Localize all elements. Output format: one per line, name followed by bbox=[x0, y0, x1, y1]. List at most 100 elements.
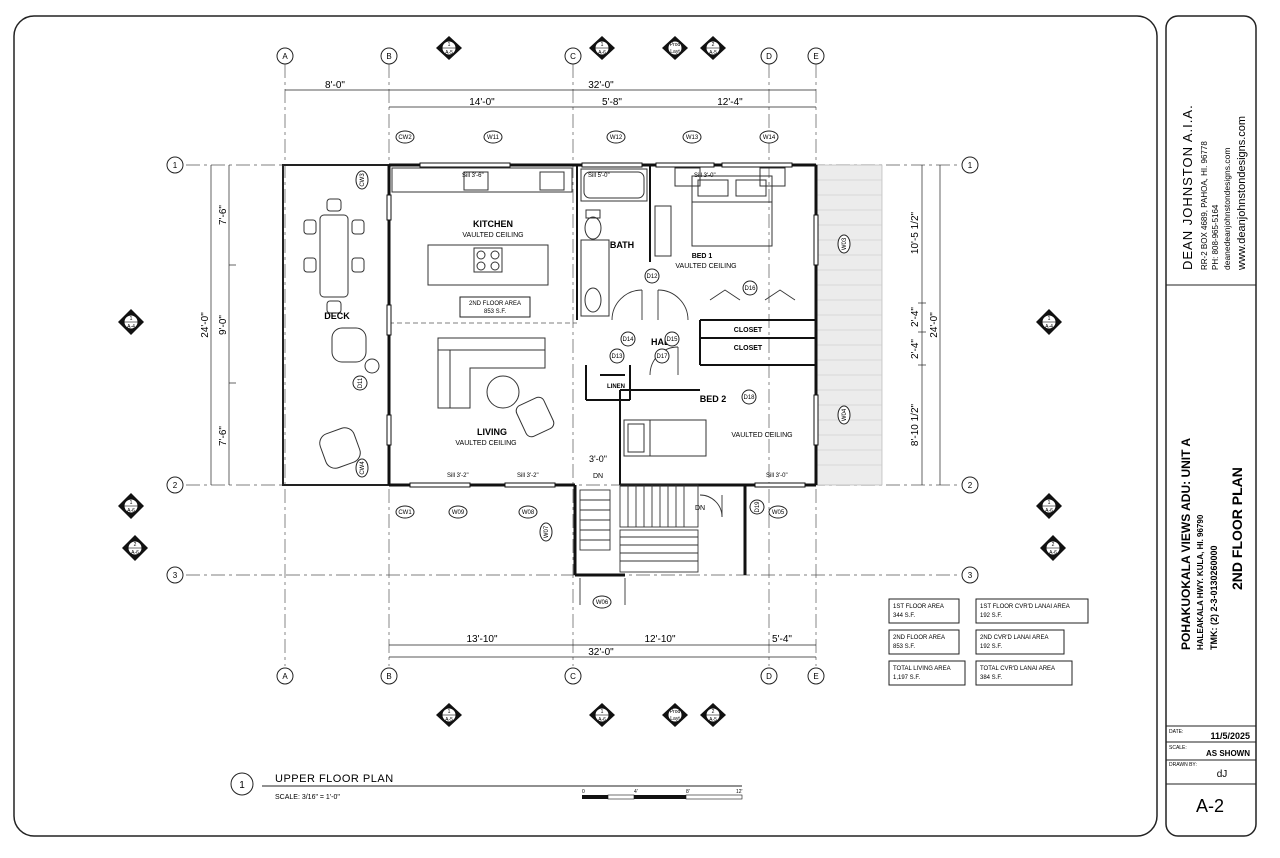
window-tag-w14: W14 bbox=[759, 130, 779, 144]
svg-text:1: 1 bbox=[130, 500, 133, 506]
svg-text:D13: D13 bbox=[611, 354, 623, 360]
svg-text:D16: D16 bbox=[744, 286, 756, 292]
svg-text:A-5: A-5 bbox=[445, 717, 453, 723]
project-tmk: TMK: (2) 2-3-0130260000 bbox=[1209, 545, 1219, 650]
section-marker-left-2: 1A-6 bbox=[118, 493, 144, 519]
sill-notes: Sill 3'-6" Sill 5'-0" Sill 3'-0" Sill 3'… bbox=[447, 173, 788, 479]
grid-col-b-top: B bbox=[386, 52, 391, 61]
dim-right-overall: 24'-0" bbox=[929, 312, 940, 338]
svg-text:4': 4' bbox=[634, 789, 638, 795]
svg-text:D19: D19 bbox=[755, 501, 761, 513]
grid-col-e-top: E bbox=[813, 52, 818, 61]
svg-text:2: 2 bbox=[1052, 542, 1055, 548]
section-marker-right-3: 2A-6 bbox=[1040, 535, 1066, 561]
svg-text:W08: W08 bbox=[522, 510, 535, 516]
sill-living-a: Sill 3'-2" bbox=[447, 473, 469, 479]
door-tag-d14: D14 bbox=[620, 331, 636, 347]
door-tag-d12: D12 bbox=[644, 268, 660, 284]
dim-top-3: 12'-4" bbox=[717, 97, 743, 108]
drawing-title-bubble bbox=[230, 772, 254, 796]
room-living-label: LIVING bbox=[477, 427, 507, 437]
sill-kitchen: Sill 3'-6" bbox=[462, 173, 484, 179]
window-tag-w06: W06 bbox=[592, 595, 612, 609]
drawn-value: dJ bbox=[1217, 769, 1228, 780]
svg-text:1: 1 bbox=[1048, 316, 1051, 322]
svg-text:W12: W12 bbox=[610, 135, 623, 141]
sill-living-b: Sill 3'-2" bbox=[517, 473, 539, 479]
door-tag-d11: D11 bbox=[352, 375, 368, 391]
grid-col-a-bottom: A bbox=[282, 672, 288, 681]
drawing-number: 1 bbox=[239, 780, 245, 791]
cw-tag-cw2: CW2 bbox=[395, 130, 415, 144]
dim-right-1: 10'-5 1/2" bbox=[910, 211, 921, 254]
svg-text:W13: W13 bbox=[686, 135, 699, 141]
svg-text:W07: W07 bbox=[544, 525, 550, 538]
dim-right-4: 8'-10 1/2" bbox=[910, 403, 921, 446]
svg-text:W11: W11 bbox=[487, 135, 500, 141]
project-address: HALEAKALA HWY. KULA, HI. 96790 bbox=[1196, 514, 1205, 650]
date-label: DATE: bbox=[1169, 729, 1183, 735]
grid-col-b-bottom: B bbox=[386, 672, 391, 681]
svg-text:D18: D18 bbox=[743, 395, 755, 401]
svg-text:CW3: CW3 bbox=[360, 173, 366, 187]
svg-text:A-5: A-5 bbox=[445, 50, 453, 56]
dim-right-2: 2'-4" bbox=[910, 307, 921, 327]
dim-right-3: 2'-4" bbox=[910, 339, 921, 359]
cw-tag-cw1: CW1 bbox=[395, 505, 415, 519]
sill-bed2: Sill 3'-0" bbox=[766, 473, 788, 479]
area-cell-1st-lanai bbox=[975, 598, 1089, 624]
sill-bed1: Sill 3'-0" bbox=[694, 173, 716, 179]
room-hall-label: HALL bbox=[651, 337, 675, 347]
svg-text:1: 1 bbox=[601, 42, 604, 48]
dim-top-overall: 32'-0" bbox=[588, 80, 614, 91]
svg-text:A-6: A-6 bbox=[1045, 508, 1053, 514]
area-value-total-living: 1,197 S.F. bbox=[893, 675, 920, 681]
room-bed2-label: BED 2 bbox=[700, 394, 727, 404]
section-marker-left-3: 2A-6 bbox=[122, 535, 148, 561]
section-marker-bottom-4: 2A-5 bbox=[700, 703, 726, 727]
area-label-total-lanai: TOTAL CVR'D LANAI AREA bbox=[980, 666, 1055, 672]
drawing-scale: SCALE: 3/16" = 1'-0" bbox=[275, 794, 340, 801]
dim-top-deck: 8'-0" bbox=[325, 80, 345, 91]
window-tag-w12: W12 bbox=[606, 130, 626, 144]
area-cell-total-lanai bbox=[975, 660, 1073, 686]
scale-value: AS SHOWN bbox=[1206, 749, 1250, 758]
window-tag-w04: W04 bbox=[837, 405, 851, 425]
svg-text:D17: D17 bbox=[656, 354, 668, 360]
lanai-paving bbox=[815, 164, 883, 486]
dimension-texts: 32'-0" 8'-0" 14'-0" 5'-8" 12'-4" 13'-10"… bbox=[200, 80, 940, 658]
grid-row-3-right: 3 bbox=[968, 571, 973, 580]
door-tag-d13: D13 bbox=[609, 348, 625, 364]
grid-bubbles bbox=[166, 47, 979, 685]
svg-text:D15: D15 bbox=[666, 337, 678, 343]
room-bed1-note: VAULTED CEILING bbox=[675, 263, 736, 270]
deck-furniture bbox=[303, 198, 380, 469]
grid-col-e-bottom: E bbox=[813, 672, 818, 681]
grid-row-1-left: 1 bbox=[173, 161, 178, 170]
svg-text:A-6: A-6 bbox=[598, 50, 606, 56]
svg-text:2: 2 bbox=[712, 709, 715, 715]
bed1-furniture bbox=[674, 167, 786, 247]
section-marker-bottom-1: 1A-5 bbox=[436, 703, 462, 727]
area-cell-2nd-lanai bbox=[975, 629, 1065, 655]
dim-bottom-1: 13'-10" bbox=[466, 634, 497, 645]
sheet-border bbox=[13, 15, 1158, 837]
grid-col-c-top: C bbox=[570, 52, 576, 61]
svg-text:A-6: A-6 bbox=[1049, 550, 1057, 556]
dim-bottom-2: 12'-10" bbox=[644, 634, 675, 645]
grid-col-d-top: D bbox=[766, 52, 772, 61]
designer-address: RR-2 BOX 4689, PAHOA, HI. 96778 bbox=[1200, 141, 1209, 270]
title-block: DEAN JOHNSTON A.I.A. RR-2 BOX 4689, PAHO… bbox=[1166, 104, 1256, 816]
room-bed1-label: BED 1 bbox=[692, 253, 713, 260]
floor-area-note-line1: 2ND FLOOR AREA bbox=[469, 301, 521, 307]
svg-text:1: 1 bbox=[448, 42, 451, 48]
designer-website: www.deanjohnstondesigns.com bbox=[1236, 116, 1248, 271]
grid-row-2-left: 2 bbox=[173, 481, 178, 490]
interior-walls bbox=[576, 165, 816, 485]
area-cell-1st-floor bbox=[888, 598, 960, 624]
svg-text:12': 12' bbox=[736, 789, 743, 795]
area-label-total-living: TOTAL LIVING AREA bbox=[893, 666, 951, 672]
designer-phone: PH: 808-965-5164 bbox=[1211, 204, 1220, 270]
dim-left-3: 7'-6" bbox=[218, 426, 229, 446]
